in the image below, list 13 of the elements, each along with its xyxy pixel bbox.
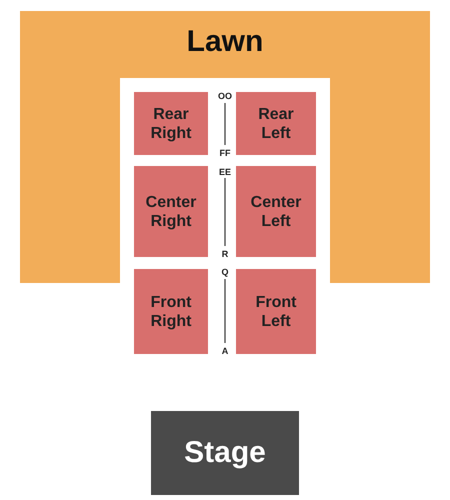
row-label: Q (220, 267, 230, 277)
seating-section: Rear Left (236, 92, 316, 155)
row-label: OO (216, 91, 233, 101)
row-label: EE (218, 167, 232, 177)
row-label: R (220, 249, 230, 259)
stage: Stage (151, 411, 299, 495)
seating-section: Center Right (134, 166, 208, 257)
seating-section: Front Right (134, 269, 208, 354)
row-label: FF (218, 148, 232, 158)
seating-section: Rear Right (134, 92, 208, 155)
row-label: A (220, 346, 230, 356)
seating-section: Center Left (236, 166, 316, 257)
seating-section: Front Left (236, 269, 316, 354)
